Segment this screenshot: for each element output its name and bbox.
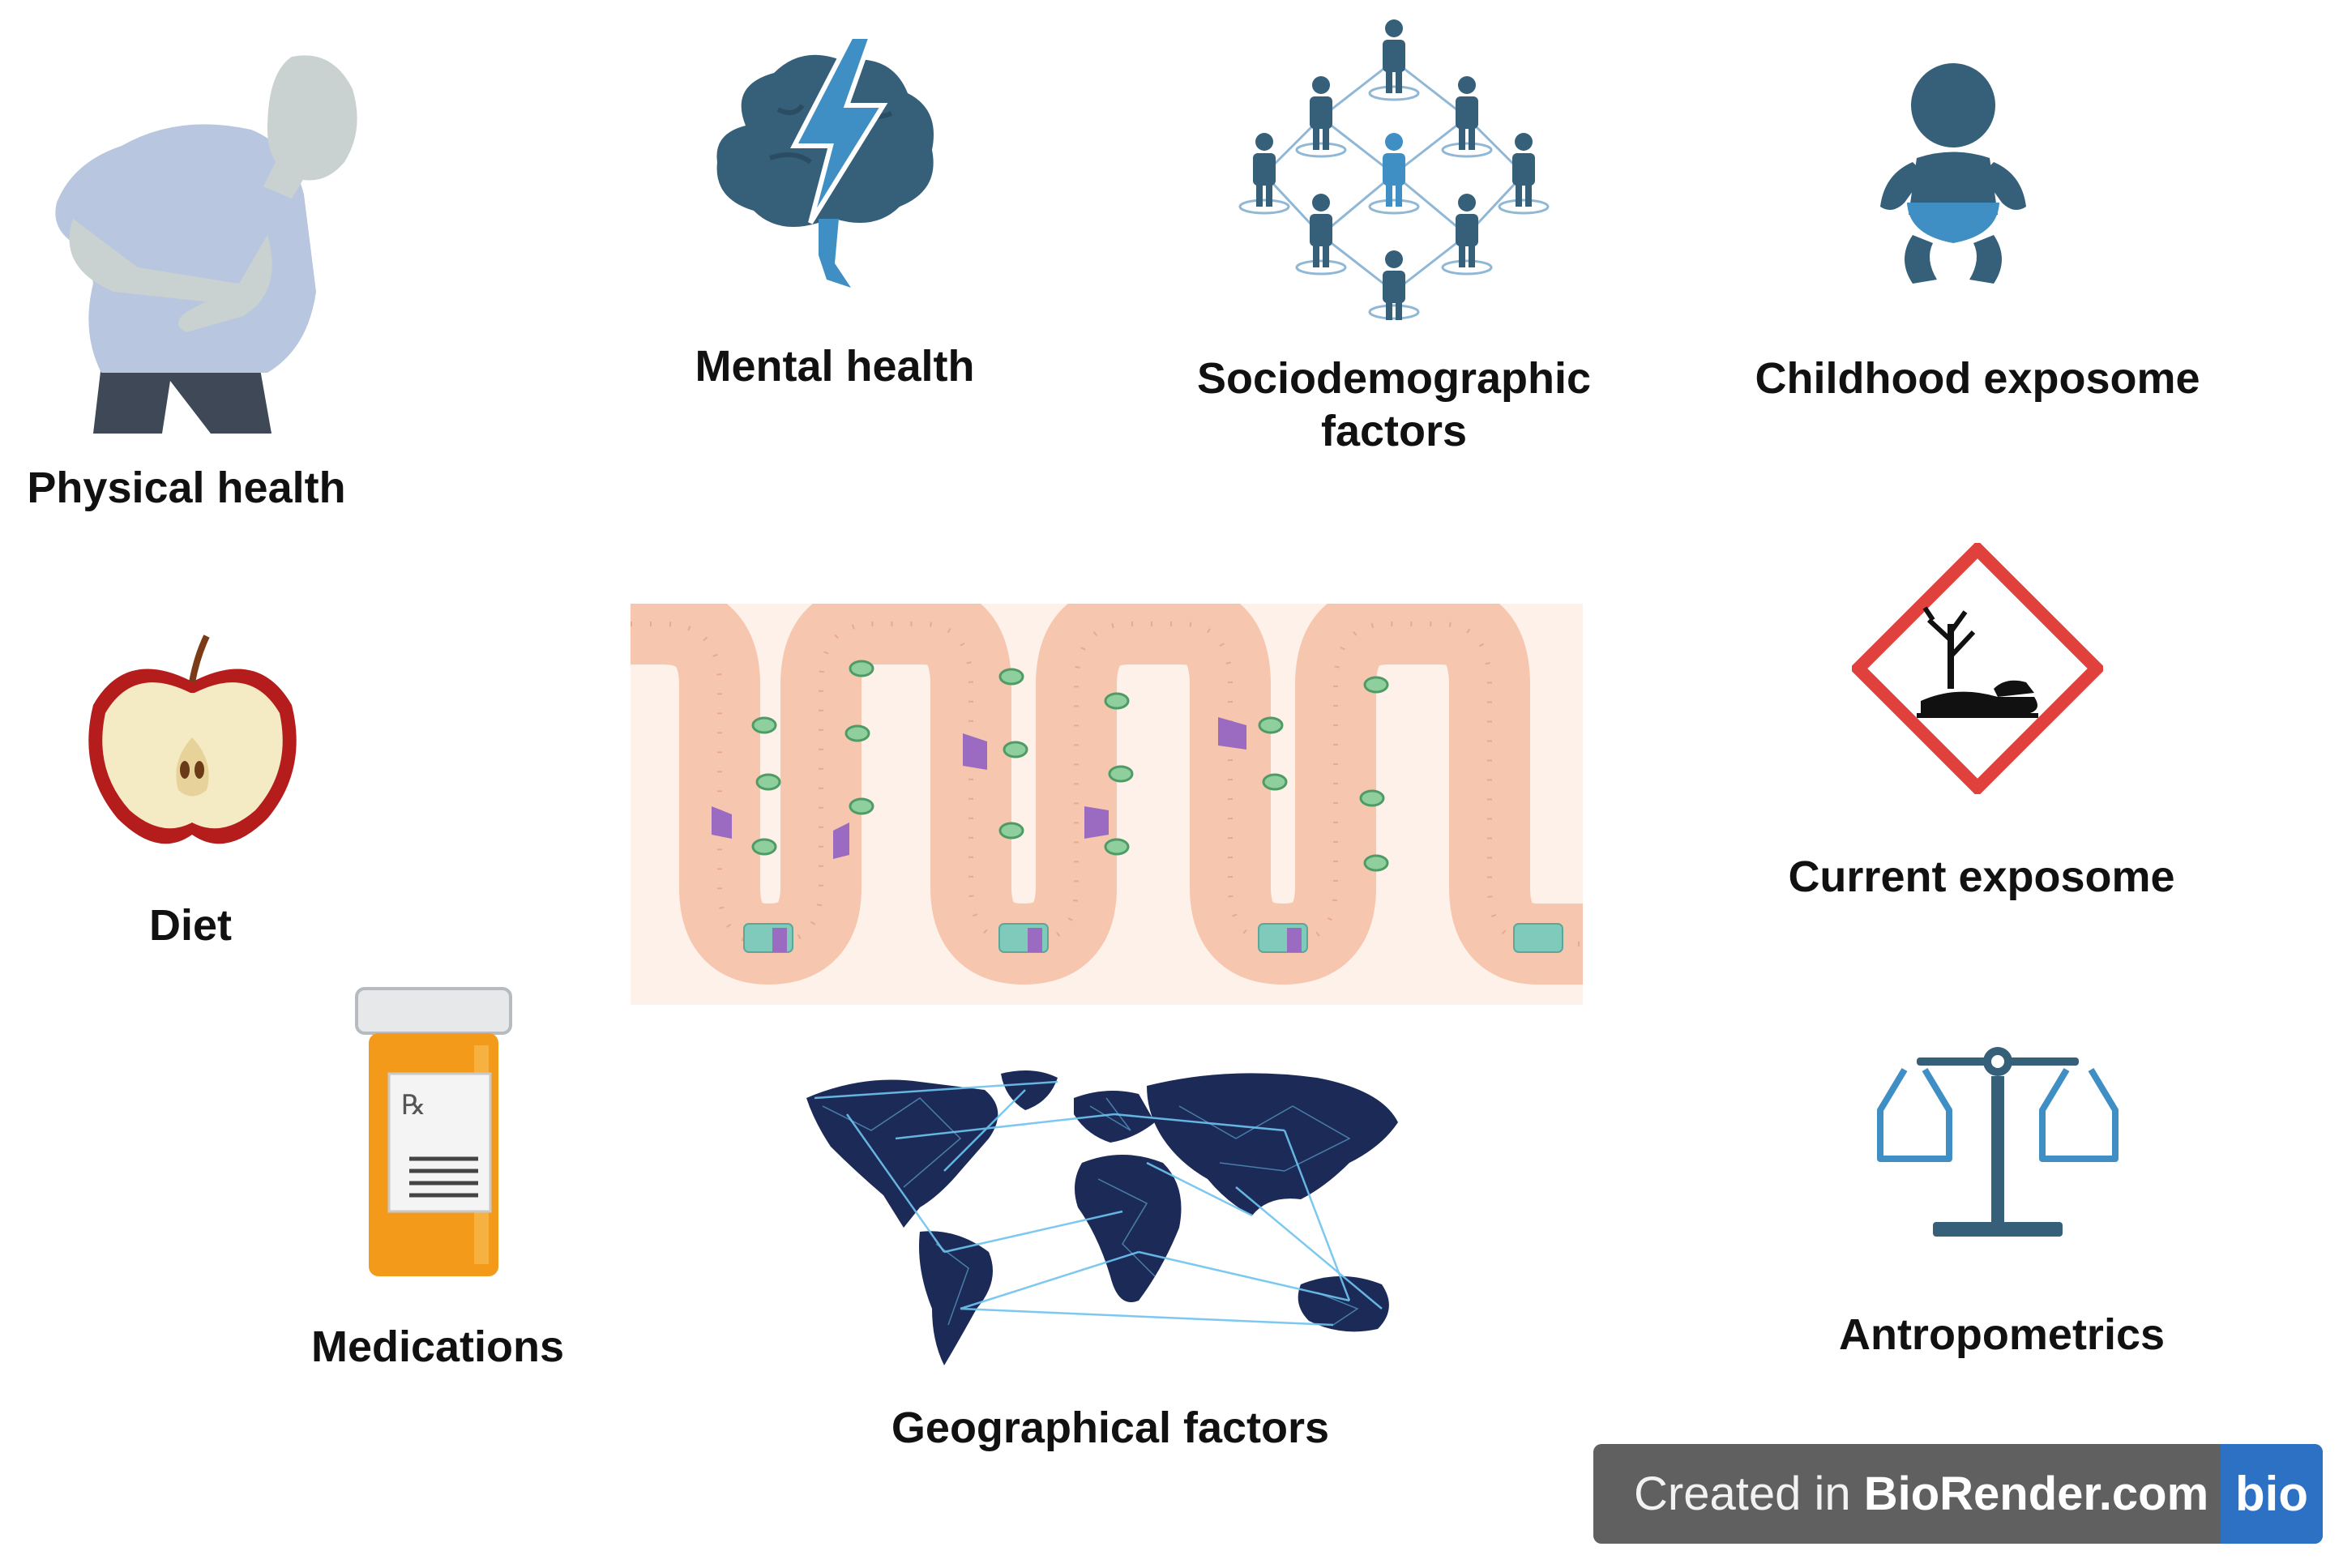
label-current-exposome: Current exposome — [1788, 852, 2175, 901]
label-diet: Diet — [148, 901, 232, 950]
world-map-network-icon — [806, 1070, 1398, 1365]
biorender-logo: bio — [2221, 1444, 2323, 1544]
intestinal-villi-illustration — [631, 604, 1583, 1005]
badge-brand: BioRender.com — [1863, 1468, 2209, 1520]
badge-prefix: Created in — [1634, 1468, 1864, 1520]
label-sociodemographic-2: factors — [1320, 407, 1468, 455]
label-geographical-factors: Geographical factors — [891, 1404, 1330, 1452]
baby-icon — [1880, 63, 2026, 284]
environmental-hazard-icon — [1852, 543, 2103, 794]
people-network-icon — [1238, 19, 1550, 320]
label-antropometrics: Antropometrics — [1838, 1310, 2166, 1359]
label-childhood-exposome: Childhood exposome — [1755, 354, 2200, 403]
label-medications: Medications — [310, 1322, 565, 1371]
svg-text:℞: ℞ — [401, 1091, 425, 1121]
label-sociodemographic-1: Sociodemographic — [1196, 354, 1592, 403]
badge-text: Created in BioRender.com — [1634, 1444, 2208, 1544]
balance-scale-icon — [1877, 1047, 2119, 1237]
label-physical-health: Physical health — [27, 464, 346, 512]
biorender-badge: Created in BioRender.com bio — [1593, 1444, 2323, 1544]
person-stomach-pain-icon — [55, 55, 357, 434]
label-mental-health: Mental health — [695, 342, 975, 391]
apple-half-icon — [88, 634, 297, 844]
pill-bottle-icon: ℞ — [355, 987, 512, 1276]
brain-lightning-icon — [716, 36, 934, 288]
